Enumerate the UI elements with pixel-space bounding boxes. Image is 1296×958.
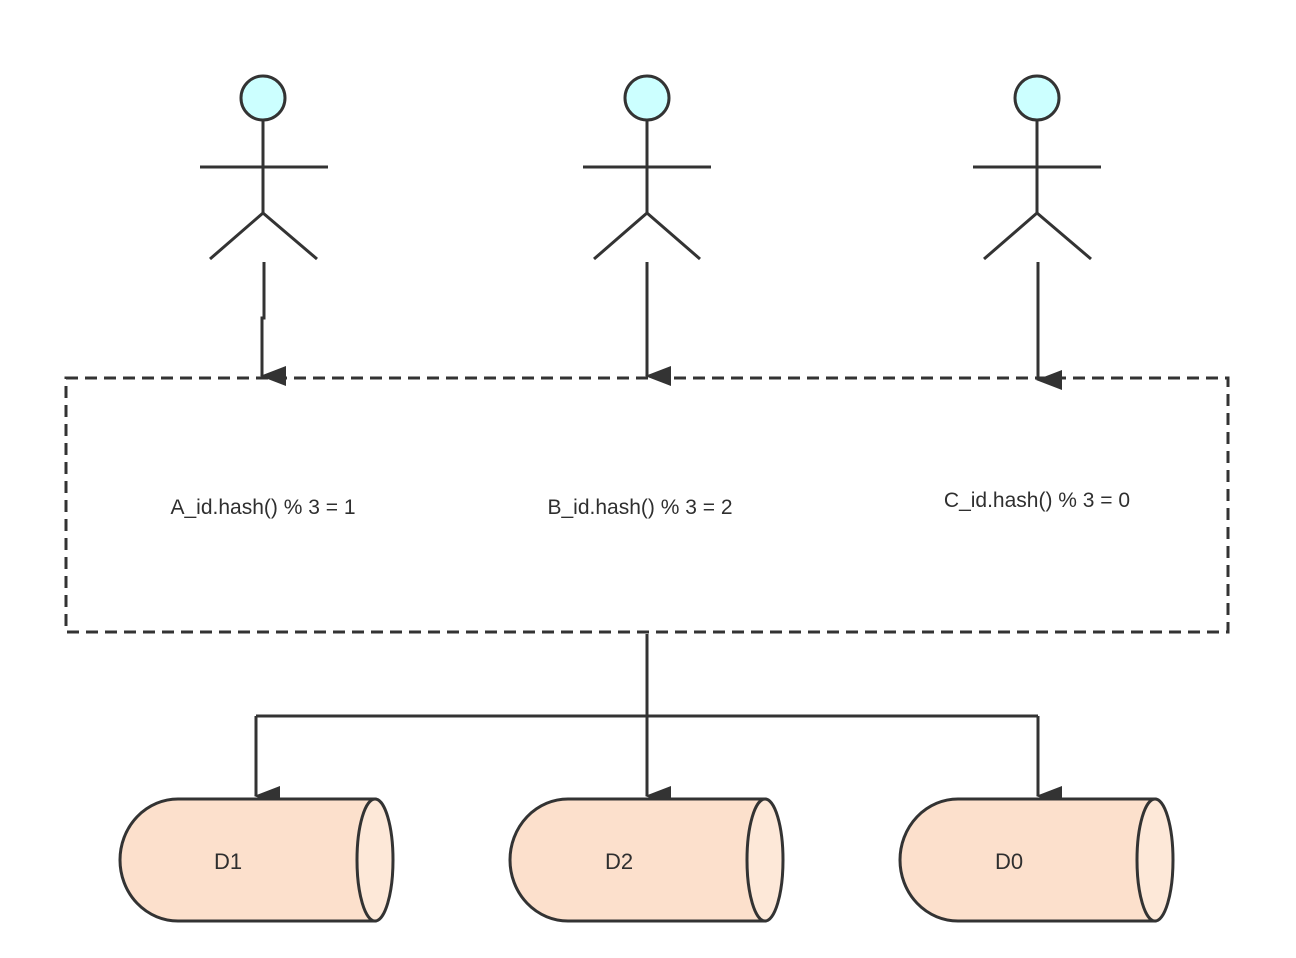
actor-b [583, 74, 711, 261]
rule-label-c: C_id.hash() % 3 = 0 [944, 489, 1130, 512]
actor-a [200, 74, 328, 261]
database-d1: D1 [118, 797, 395, 923]
database-label-d2: D2 [605, 849, 633, 874]
hash-router-box [64, 376, 1230, 634]
rule-label-b: B_id.hash() % 3 = 2 [547, 496, 732, 519]
actor-c [973, 74, 1101, 261]
distribution-lines [254, 634, 1062, 806]
database-label-d0: D0 [995, 849, 1023, 874]
database-icon [508, 797, 767, 923]
stick-figure-icon [623, 74, 671, 122]
database-label-d1: D1 [214, 849, 242, 874]
database-icon [118, 797, 377, 923]
rule-label-a: A_id.hash() % 3 = 1 [170, 496, 355, 519]
database-icon [898, 797, 1157, 923]
stick-figure-icon [1013, 74, 1061, 122]
database-d0: D0 [898, 797, 1175, 923]
database-d2: D2 [508, 797, 785, 923]
stick-figure-icon [239, 74, 287, 122]
arrow-a-to-router [260, 262, 286, 386]
actor-arrows [260, 262, 1062, 390]
